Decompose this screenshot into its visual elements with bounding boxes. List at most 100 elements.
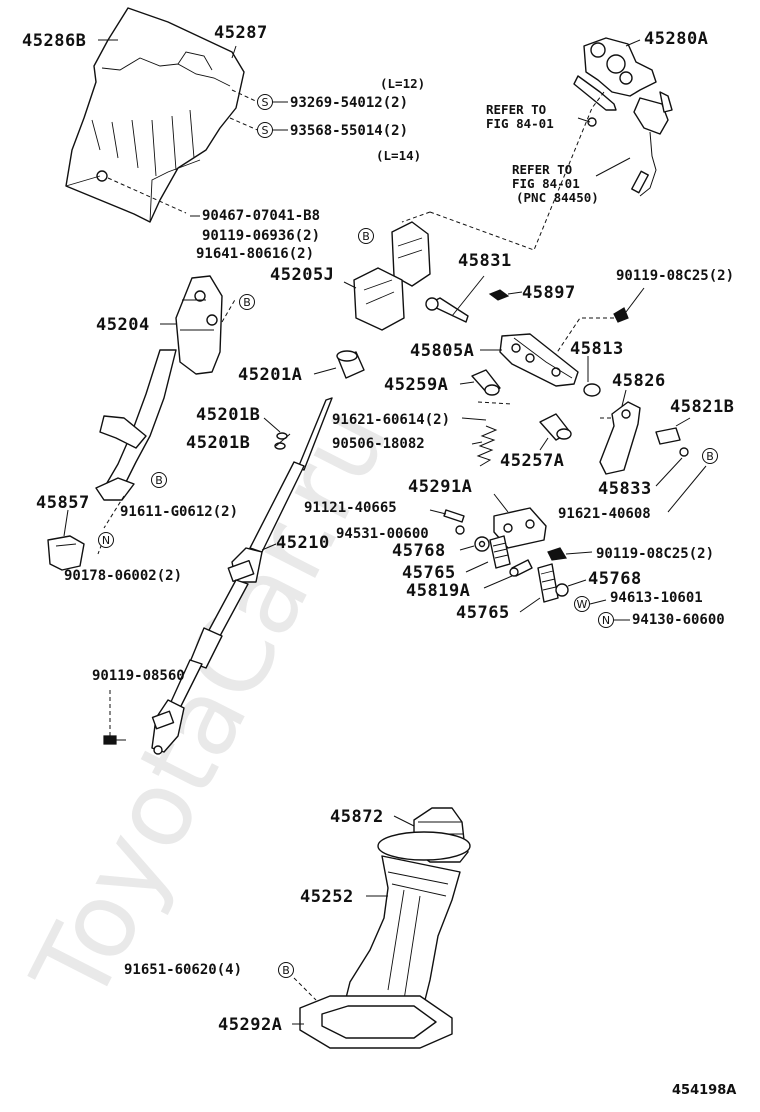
leader-45287-to-clip [107, 177, 187, 214]
svg-text:B: B [243, 296, 251, 309]
label-90119-08c25-b: 90119-08C25(2) [596, 546, 714, 562]
leader-45833 [655, 457, 683, 487]
leader-45201b-2 [275, 433, 291, 447]
nut-94531 [455, 525, 465, 535]
washer-45768-a [474, 536, 490, 552]
label-45805a: 45805A [410, 341, 474, 361]
label-45765-b: 45765 [456, 603, 510, 623]
label-90119-08560: 90119-08560 [92, 668, 185, 684]
label-45291a: 45291A [408, 477, 472, 497]
leader-45826 [621, 389, 627, 407]
leader-45201a [313, 367, 337, 375]
label-45201b-2: 45201B [186, 433, 250, 453]
label-45201a: 45201A [238, 365, 302, 385]
leader-94613 [589, 599, 607, 605]
washer-45833 [679, 447, 689, 457]
bolt-90119-08c25-b [547, 547, 567, 561]
label-45201b-1: 45201B [196, 405, 260, 425]
svg-text:N: N [602, 614, 610, 627]
leader-45201b-1 [263, 417, 281, 433]
spring-90506 [476, 425, 498, 467]
marker-b-2: B [239, 294, 255, 310]
tilt-bracket-45805a [499, 333, 579, 387]
label-45257a: 45257A [500, 451, 564, 471]
marker-w: W [574, 596, 590, 612]
spacer-45821b [655, 427, 681, 445]
bracket-45857 [47, 535, 85, 571]
leader-screw-s2 [229, 117, 263, 133]
refer-b-line2: FIG 84-01 [512, 176, 580, 191]
sleeve-45259a [471, 369, 501, 396]
label-45819a: 45819A [406, 581, 470, 601]
leader-91651 [293, 977, 317, 1001]
label-45287: 45287 [214, 23, 268, 43]
label-45252: 45252 [300, 887, 354, 907]
screw-91121 [443, 509, 465, 523]
svg-text:N: N [102, 534, 110, 547]
marker-s-2: S [257, 122, 273, 138]
leader-45257a [539, 437, 549, 451]
leader-91121 [429, 509, 447, 515]
leader-45287 [231, 45, 237, 59]
label-90178: 90178-06002(2) [64, 568, 182, 584]
ignition-switch-assembly [573, 37, 673, 197]
svg-text:S: S [262, 96, 269, 109]
label-45821b: 45821B [670, 397, 734, 417]
bolt-90119-08560 [103, 735, 126, 745]
svg-text:B: B [155, 474, 163, 487]
label-45768-a: 45768 [392, 541, 446, 561]
leader-45280a [625, 39, 641, 47]
label-45897: 45897 [522, 283, 576, 303]
bolt-90119-08c25-top [613, 287, 645, 323]
label-45813: 45813 [570, 339, 624, 359]
dash-45259a [477, 401, 513, 405]
refer-b-line1: REFER TO [512, 162, 572, 177]
leader-91621-60614 [461, 417, 487, 421]
note-l14: (L=14) [376, 148, 421, 163]
screw-45897 [488, 289, 510, 301]
label-90467: 90467-07041-B8 [202, 208, 320, 224]
dust-boot-assembly [299, 807, 471, 1049]
refer-a-line1: REFER TO [486, 102, 546, 117]
figure-id: 454198A [672, 1083, 736, 1098]
svg-text:W: W [577, 598, 588, 611]
gear-45765-b [537, 563, 559, 603]
label-91651: 91651-60620(4) [124, 962, 242, 978]
key-cylinder-housing [353, 221, 431, 331]
leader-45821b [675, 417, 691, 427]
label-45872: 45872 [330, 807, 384, 827]
label-45204: 45204 [96, 315, 150, 335]
marker-s-1: S [257, 94, 273, 110]
marker-n-2: N [598, 612, 614, 628]
marker-b-3: B [151, 472, 167, 488]
leader-45857 [63, 509, 69, 537]
label-45768-b: 45768 [588, 569, 642, 589]
label-45205j: 45205J [270, 265, 334, 285]
refer-b-line3: (PNC 84450) [516, 190, 599, 205]
marker-n-1: N [98, 532, 114, 548]
leader-refer-b [595, 157, 631, 177]
steering-column-tube [95, 275, 223, 501]
rings-45201b [274, 432, 288, 450]
marker-b-4: B [702, 448, 718, 464]
label-94130: 94130-60600 [632, 612, 725, 628]
label-90119-08c25-a: 90119-08C25(2) [616, 268, 734, 284]
watermark: ToyotaCar.ru [8, 386, 412, 1022]
dash-lock-to-housing [401, 211, 431, 223]
svg-text:B: B [706, 450, 714, 463]
leader-screw-labels [272, 101, 288, 131]
refer-a-line2: FIG 84-01 [486, 116, 554, 131]
leader-45872 [393, 815, 415, 827]
label-91611: 91611-G0612(2) [120, 504, 238, 520]
marker-b-5: B [278, 962, 294, 978]
leader-45897 [507, 291, 523, 295]
label-91621-40608: 91621-40608 [558, 506, 651, 522]
leader-45210 [261, 543, 277, 551]
sleeve-45257a [539, 413, 572, 441]
leader-90506 [471, 441, 483, 445]
bushing-45201a [336, 350, 365, 379]
leader-45205j [343, 281, 357, 289]
leader-91641 [221, 297, 237, 323]
label-91121: 91121-40665 [304, 500, 397, 516]
